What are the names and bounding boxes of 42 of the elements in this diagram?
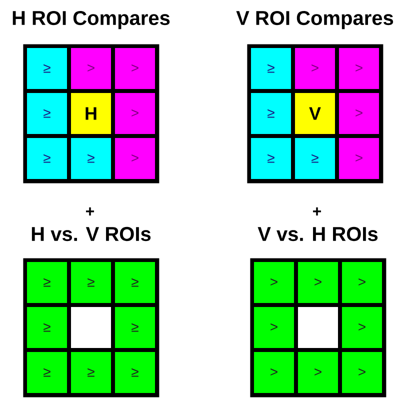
comparison-cell: >	[295, 48, 335, 89]
comparison-cell: >	[342, 352, 382, 393]
comparison-cell: ≥	[71, 138, 111, 179]
comparison-cell: ≥	[27, 138, 67, 179]
node-label: H ROI Compares	[12, 10, 170, 30]
comparison-cell: >	[342, 262, 382, 303]
center-cell: H	[71, 93, 111, 134]
comparison-cell: ≥	[115, 262, 155, 303]
empty-cell	[71, 307, 111, 348]
comparison-cell: ≥	[27, 48, 67, 89]
center-cell: V	[295, 93, 335, 134]
comparison-cell: ≥	[27, 262, 67, 303]
comparison-cell: >	[254, 307, 294, 348]
comparison-cell: ≥	[27, 352, 67, 393]
empty-cell	[298, 307, 338, 348]
comparison-cell: ≥	[27, 307, 67, 348]
node-label: H vs. V ROIs	[32, 226, 151, 242]
comparison-cell: >	[339, 138, 379, 179]
comparison-cell: >	[115, 48, 155, 89]
comparison-cell: ≥	[251, 93, 291, 134]
comparison-cell: >	[115, 138, 155, 179]
comparison-cell: ≥	[27, 93, 67, 134]
comparison-cell: ≥	[71, 262, 111, 303]
plus-sign: +	[86, 207, 94, 216]
comparison-cell: ≥	[115, 307, 155, 348]
plus-sign: +	[313, 207, 321, 216]
comparison-cell: >	[339, 93, 379, 134]
node-label: V vs. H ROIs	[258, 226, 378, 242]
comparison-cell: >	[254, 352, 294, 393]
comparison-cell: ≥	[251, 48, 291, 89]
node-label: V ROI Compares	[236, 10, 394, 30]
comparison-cell: >	[71, 48, 111, 89]
comparison-cell: ≥	[295, 138, 335, 179]
comparison-cell: >	[339, 48, 379, 89]
comparison-cell: >	[298, 262, 338, 303]
comparison-cell: ≥	[71, 352, 111, 393]
comparison-cell: >	[342, 307, 382, 348]
comparison-cell: >	[115, 93, 155, 134]
comparison-cell: >	[254, 262, 294, 303]
comparison-cell: ≥	[251, 138, 291, 179]
comparison-cell: ≥	[115, 352, 155, 393]
comparison-cell: >	[298, 352, 338, 393]
